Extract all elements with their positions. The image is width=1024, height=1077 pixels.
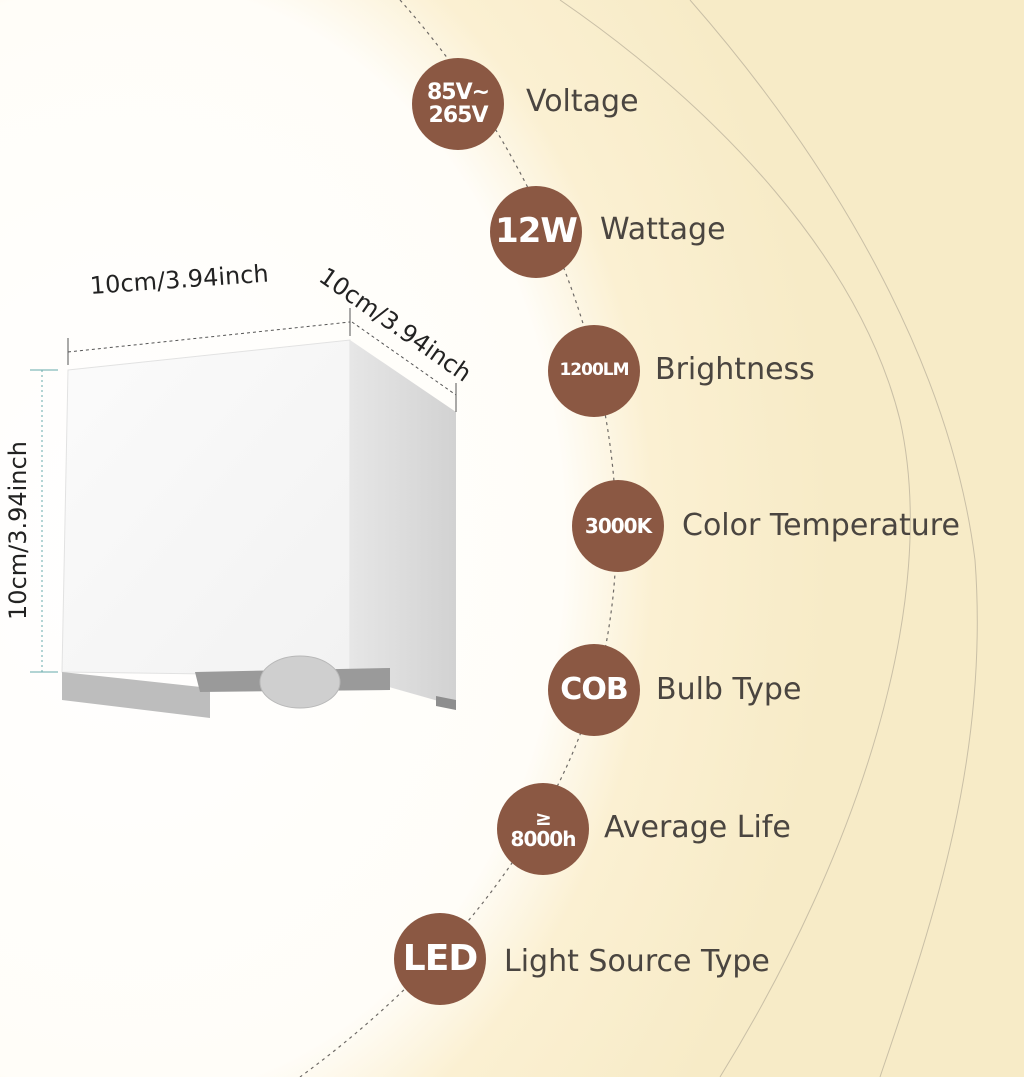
bulb-type-label: Bulb Type: [656, 672, 802, 707]
wattage-label: Wattage: [600, 212, 726, 247]
voltage-badge-line2: 265V: [428, 103, 489, 128]
voltage-label: Voltage: [526, 84, 639, 119]
brightness-label: Brightness: [655, 352, 815, 387]
light-source-type-badge: LED: [394, 913, 486, 1005]
color-temperature-badge: 3000K: [572, 480, 664, 572]
height-dimension-label: 10cm/3.94inch: [4, 441, 32, 620]
wattage-badge: 12W: [490, 186, 582, 278]
color-temperature-badge-value: 3000K: [584, 513, 652, 538]
wattage-badge-value: 12W: [495, 211, 578, 252]
average-life-badge-line2: 8000h: [510, 827, 577, 851]
cube-lamp-image: [30, 308, 457, 718]
voltage-badge: 85V~ 265V: [412, 58, 504, 150]
voltage-badge-line1: 85V~: [426, 79, 490, 105]
brightness-badge-value: 1200LM: [559, 360, 629, 381]
brightness-badge: 1200LM: [548, 325, 640, 417]
average-life-badge: ≥ 8000h: [497, 783, 589, 875]
light-source-type-label: Light Source Type: [504, 944, 770, 979]
average-life-badge-line1: ≥: [535, 806, 552, 830]
light-source-type-badge-value: LED: [402, 938, 478, 980]
bulb-type-badge: COB: [548, 644, 640, 736]
color-temperature-label: Color Temperature: [682, 508, 960, 543]
bulb-type-badge-value: COB: [560, 672, 628, 708]
average-life-label: Average Life: [604, 810, 791, 845]
